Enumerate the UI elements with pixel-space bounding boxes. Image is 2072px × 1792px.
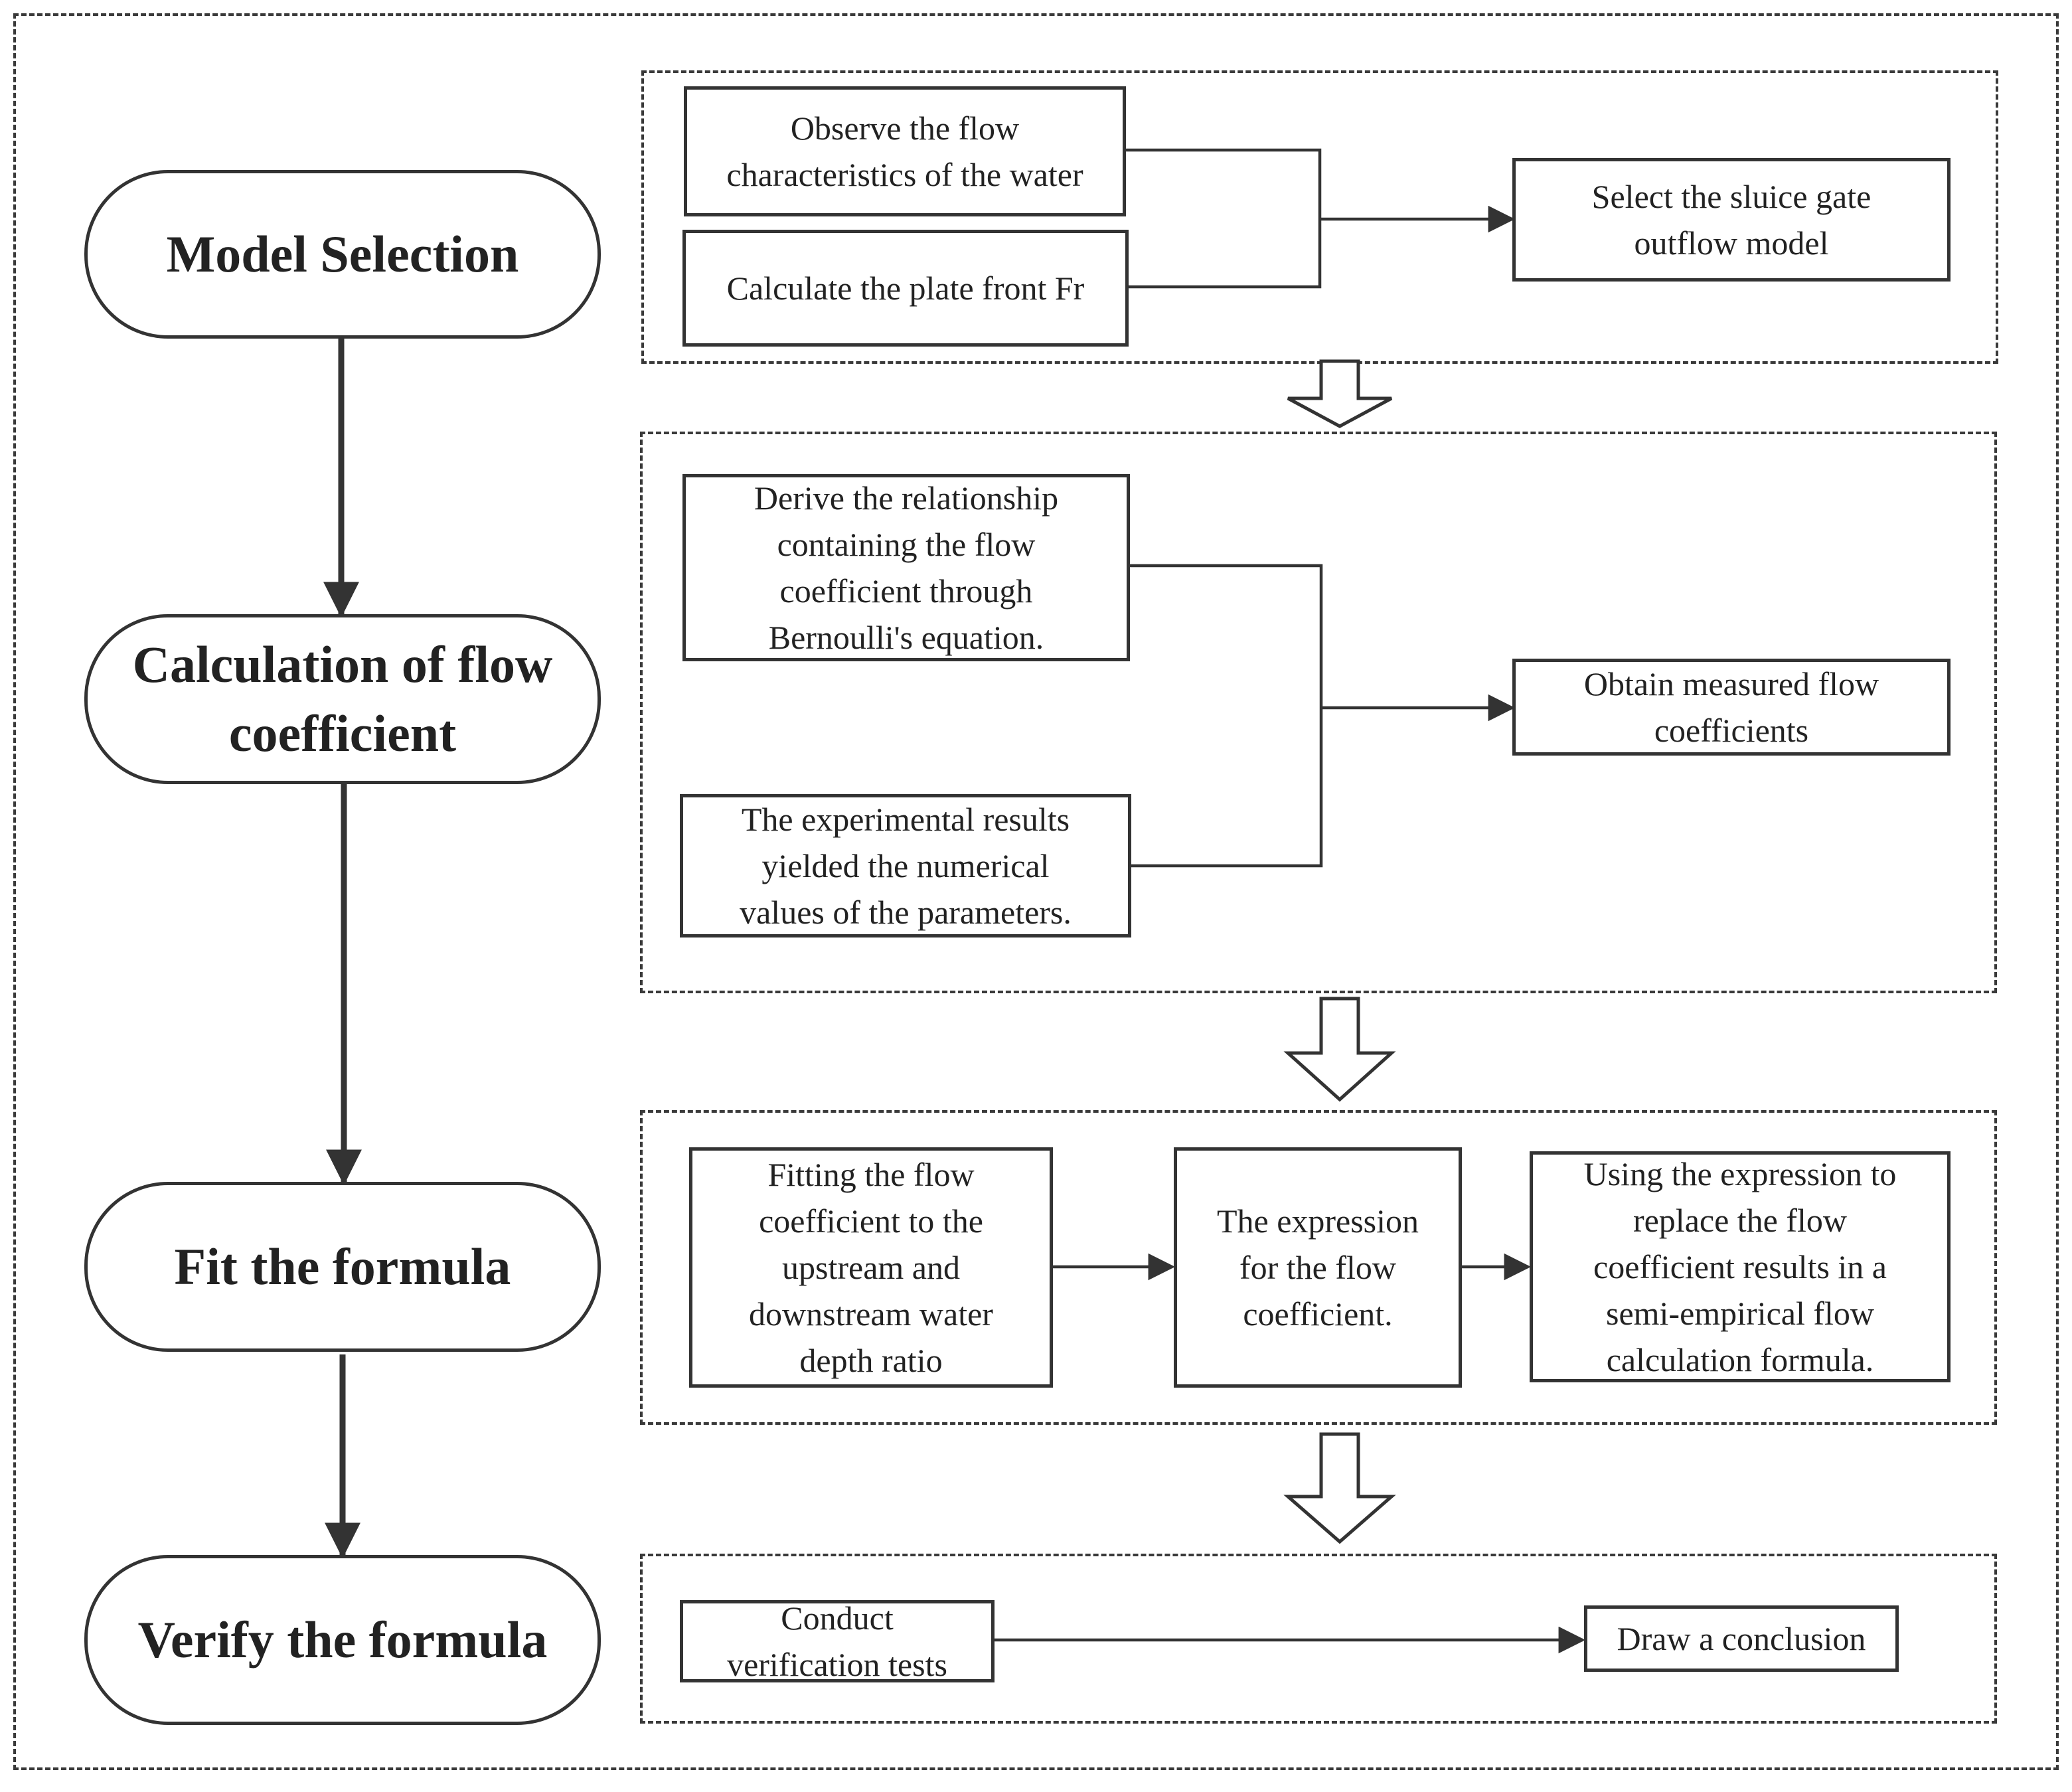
stage-calculation-flow-coefficient: Calculation of flow coefficient — [84, 614, 601, 784]
stage-verify-formula: Verify the formula — [84, 1555, 601, 1725]
section-transition-arrows — [1283, 359, 1396, 1544]
box-fitting-text: Fitting the flow coefficient to the upst… — [749, 1156, 993, 1379]
section-verify-formula — [640, 1554, 1997, 1724]
box-observe-flow: Observe the flow characteristics of the … — [684, 86, 1126, 216]
stage-fit-formula-label: Fit the formula — [174, 1238, 511, 1295]
box-calculate-fr: Calculate the plate front Fr — [682, 230, 1129, 347]
hollow-arrow-1 — [1287, 359, 1393, 428]
box-experimental-text: The experimental results yielded the num… — [740, 801, 1072, 931]
box-derive-text: Derive the relationship containing the f… — [754, 479, 1059, 656]
stage-model-selection: Model Selection — [84, 170, 601, 339]
outer-frame — [13, 13, 2059, 1770]
box-fitting: Fitting the flow coefficient to the upst… — [689, 1147, 1053, 1388]
box-calculate-fr-text: Calculate the plate front Fr — [726, 270, 1085, 307]
box-select-model-text: Select the sluice gate outflow model — [1591, 178, 1872, 262]
stage-flow-arrows — [323, 339, 362, 1559]
box-expression: The expression for the flow coefficient. — [1174, 1147, 1462, 1388]
section1-connectors — [1126, 148, 1516, 289]
box-derive-relationship: Derive the relationship containing the f… — [682, 474, 1130, 661]
connector-derive-experimental — [1130, 564, 1323, 868]
hollow-arrow-2 — [1283, 997, 1396, 1102]
box-select-model: Select the sluice gate outflow model — [1512, 158, 1951, 282]
box-experimental-results: The experimental results yielded the num… — [680, 794, 1131, 937]
box-conclusion-text: Draw a conclusion — [1617, 1620, 1866, 1657]
box-using-expression: Using the expression to replace the flow… — [1530, 1151, 1951, 1382]
section2-connectors — [1130, 564, 1516, 868]
hollow-arrow-3 — [1283, 1432, 1396, 1544]
stage-fit-formula: Fit the formula — [84, 1182, 601, 1352]
connector-observe — [1126, 148, 1322, 289]
section-flow-coefficient — [640, 432, 1997, 993]
box-obtain-text: Obtain measured flow coefficients — [1583, 665, 1879, 749]
box-using-text: Using the expression to replace the flow… — [1583, 1155, 1897, 1378]
box-expression-text: The expression for the flow coefficient. — [1216, 1202, 1419, 1333]
box-conduct-text: Conduct verification tests — [727, 1599, 947, 1683]
box-observe-flow-text: Observe the flow characteristics of the … — [726, 110, 1083, 193]
stage-model-selection-label: Model Selection — [166, 225, 519, 283]
box-obtain-coefficients: Obtain measured flow coefficients — [1512, 659, 1951, 756]
stage-calculation-label: Calculation of flow coefficient — [132, 635, 553, 762]
stage-verify-formula-label: Verify the formula — [137, 1611, 548, 1669]
section-fit-formula — [640, 1110, 1997, 1425]
box-conduct-tests: Conduct verification tests — [680, 1599, 995, 1683]
box-draw-conclusion: Draw a conclusion — [1584, 1605, 1899, 1672]
